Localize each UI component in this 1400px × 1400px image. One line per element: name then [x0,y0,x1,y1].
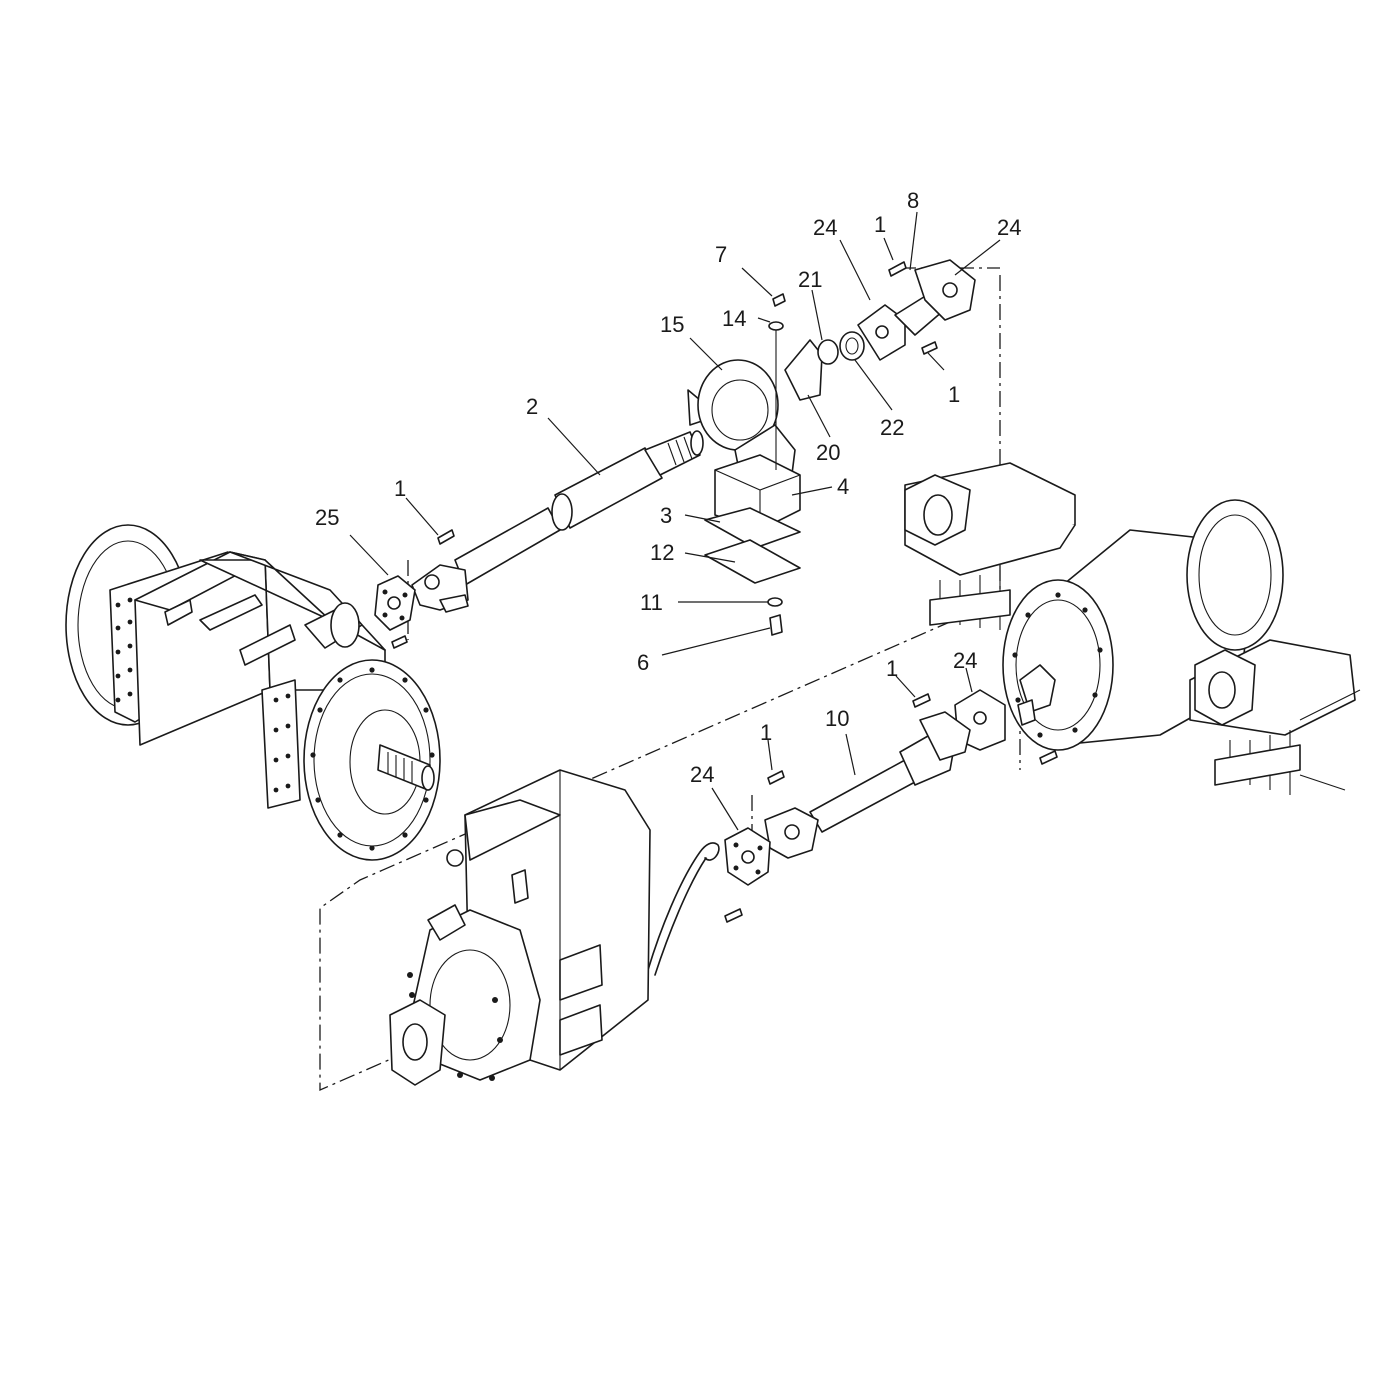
shims-3-12 [704,507,801,584]
callout-1: 1 [886,656,898,681]
callout-21: 21 [798,267,822,292]
callout-7: 7 [715,242,727,267]
front-drive-shaft [411,430,704,613]
callout-24: 24 [690,762,714,787]
callout-12: 12 [650,540,674,565]
callout-1: 1 [760,720,772,745]
rear-coupling-top [857,259,976,361]
callout-1: 1 [948,382,960,407]
washer-11-bolt-6 [767,321,784,636]
hub-bolt-circle [310,667,435,851]
front-axle [65,524,441,861]
callout-8: 8 [907,188,919,213]
rear-drive-shaft [764,711,971,859]
callout-22: 22 [880,415,904,440]
callout-15: 15 [660,312,684,337]
callout-24: 24 [813,215,837,240]
bolts [391,261,1058,923]
coupling-flange-24-lower [724,827,771,886]
leader-lines [349,211,1001,831]
callout-4: 4 [837,474,849,499]
rear-axle [904,462,1361,795]
callout-11: 11 [640,590,663,615]
callout-6: 6 [637,650,649,675]
callout-20: 20 [816,440,840,465]
callout-14: 14 [722,306,746,331]
callout-3: 3 [660,503,672,528]
callout-1: 1 [874,212,886,237]
callout-24: 24 [997,215,1021,240]
callout-10: 10 [825,706,849,731]
callout-2: 2 [526,394,538,419]
coupling-flange-25 [374,575,416,631]
transfer-case [389,769,651,1086]
hose-line [647,842,720,971]
callouts: 8 24 1 24 7 21 14 15 1 2 22 20 4 1 25 3 … [315,188,1021,787]
flange-bolt-holes [115,597,133,703]
bearing-parts-20-21-22 [784,331,865,401]
callout-1: 1 [394,476,406,501]
callout-25: 25 [315,505,339,530]
callout-24: 24 [953,648,977,673]
